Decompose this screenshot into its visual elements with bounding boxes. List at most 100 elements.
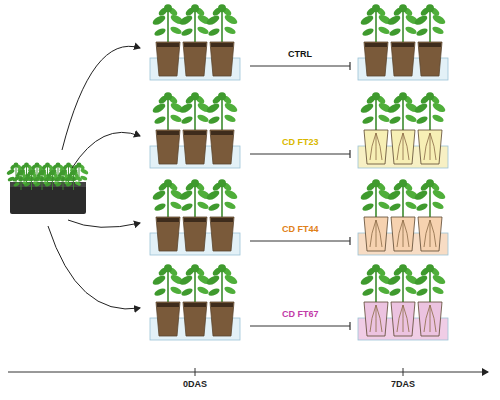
plant-pot bbox=[364, 217, 388, 251]
plant-leaf bbox=[169, 25, 182, 36]
plant-pot bbox=[418, 42, 442, 76]
plant-leaf bbox=[223, 273, 239, 286]
plant-pot bbox=[156, 42, 180, 76]
plant-stem bbox=[221, 98, 223, 132]
plant-pot bbox=[391, 302, 415, 336]
soil-surface bbox=[419, 43, 441, 47]
plant-stem bbox=[375, 98, 377, 132]
plant-pot bbox=[418, 130, 442, 164]
soil-surface bbox=[392, 43, 414, 47]
plant-stem bbox=[194, 270, 196, 304]
plant-leaf bbox=[359, 189, 375, 202]
plant-pot bbox=[391, 130, 415, 164]
plant-leaf bbox=[207, 202, 220, 213]
plant-leaf bbox=[205, 274, 221, 287]
plant-leaf bbox=[359, 274, 375, 287]
soil-surface bbox=[184, 303, 206, 307]
plant-leaf bbox=[196, 200, 209, 211]
plant-pot bbox=[210, 130, 234, 164]
treatment-line-end bbox=[349, 237, 350, 245]
plant-pot bbox=[210, 42, 234, 76]
plant-leaf bbox=[223, 200, 236, 211]
plant-leaf bbox=[431, 13, 447, 26]
plant-leaf bbox=[431, 113, 444, 124]
plant-leaf bbox=[153, 202, 166, 213]
plant-leaf bbox=[359, 14, 375, 27]
plant-leaf bbox=[35, 163, 40, 168]
plant-leaf bbox=[223, 285, 236, 296]
plant-leaf bbox=[19, 171, 23, 175]
plant-leaf bbox=[180, 115, 193, 126]
soil-surface bbox=[365, 43, 387, 47]
plant-leaf bbox=[71, 171, 75, 175]
soil-surface bbox=[184, 43, 206, 47]
plant-pot bbox=[156, 130, 180, 164]
plant-pot bbox=[391, 42, 415, 76]
plant-leaf bbox=[399, 92, 407, 100]
plant-leaf bbox=[431, 285, 444, 296]
plant-pot bbox=[156, 217, 180, 251]
plant-stem bbox=[402, 270, 404, 304]
plant-leaf bbox=[399, 4, 407, 12]
plant-leaf bbox=[207, 115, 220, 126]
plant-stem bbox=[167, 185, 169, 219]
plant-leaf bbox=[178, 274, 194, 287]
plant-stem bbox=[375, 185, 377, 219]
treatment-line-end bbox=[349, 62, 350, 70]
plant-leaf bbox=[191, 92, 199, 100]
plant-root bbox=[403, 220, 404, 247]
plant-leaf bbox=[223, 13, 239, 26]
plant-stem bbox=[375, 270, 377, 304]
plant-root bbox=[424, 133, 430, 160]
plant-root bbox=[397, 220, 403, 247]
soil-surface bbox=[211, 218, 233, 222]
plant-leaf bbox=[169, 285, 182, 296]
plant-root bbox=[376, 305, 382, 332]
plant-root bbox=[370, 220, 376, 247]
plant-leaf bbox=[164, 264, 172, 272]
plant-leaf bbox=[386, 102, 402, 115]
plant-leaf bbox=[153, 287, 166, 298]
plant-leaf bbox=[56, 163, 61, 168]
plant-stem bbox=[402, 185, 404, 219]
plant-root bbox=[430, 305, 431, 332]
plant-leaf bbox=[415, 287, 428, 298]
plant-root bbox=[424, 305, 430, 332]
plant-leaf bbox=[426, 264, 434, 272]
plant-root bbox=[403, 305, 409, 332]
soil-surface bbox=[184, 131, 206, 135]
plant-leaf bbox=[153, 115, 166, 126]
plant-leaf bbox=[404, 285, 417, 296]
plant-leaf bbox=[223, 188, 239, 201]
plant-leaf bbox=[151, 189, 167, 202]
plant-leaf bbox=[404, 113, 417, 124]
plant-leaf bbox=[372, 4, 380, 12]
plant-stem bbox=[429, 98, 431, 132]
soil-surface bbox=[157, 131, 179, 135]
plant-leaf bbox=[415, 27, 428, 38]
plant-leaf bbox=[77, 163, 82, 168]
plant-pot bbox=[418, 302, 442, 336]
time-label: 0DAS bbox=[181, 380, 209, 390]
transfer-arrow bbox=[72, 132, 140, 168]
plant-stem bbox=[63, 174, 64, 190]
plant-leaf bbox=[196, 113, 209, 124]
plant-leaf bbox=[13, 182, 20, 188]
plant-stem bbox=[167, 98, 169, 132]
plant-leaf bbox=[218, 264, 226, 272]
soil-surface bbox=[157, 303, 179, 307]
plant-pot bbox=[156, 302, 180, 336]
plant-root bbox=[376, 305, 377, 332]
plant-leaf bbox=[74, 181, 81, 187]
plant-pot bbox=[183, 302, 207, 336]
treatment-label: CTRL bbox=[286, 50, 314, 60]
plant-leaf bbox=[44, 182, 51, 188]
plant-stem bbox=[167, 270, 169, 304]
soil-surface bbox=[211, 303, 233, 307]
plant-root bbox=[376, 220, 377, 247]
plant-root bbox=[397, 133, 403, 160]
plant-leaf bbox=[180, 287, 193, 298]
soil-surface bbox=[184, 218, 206, 222]
plant-leaf bbox=[207, 287, 220, 298]
